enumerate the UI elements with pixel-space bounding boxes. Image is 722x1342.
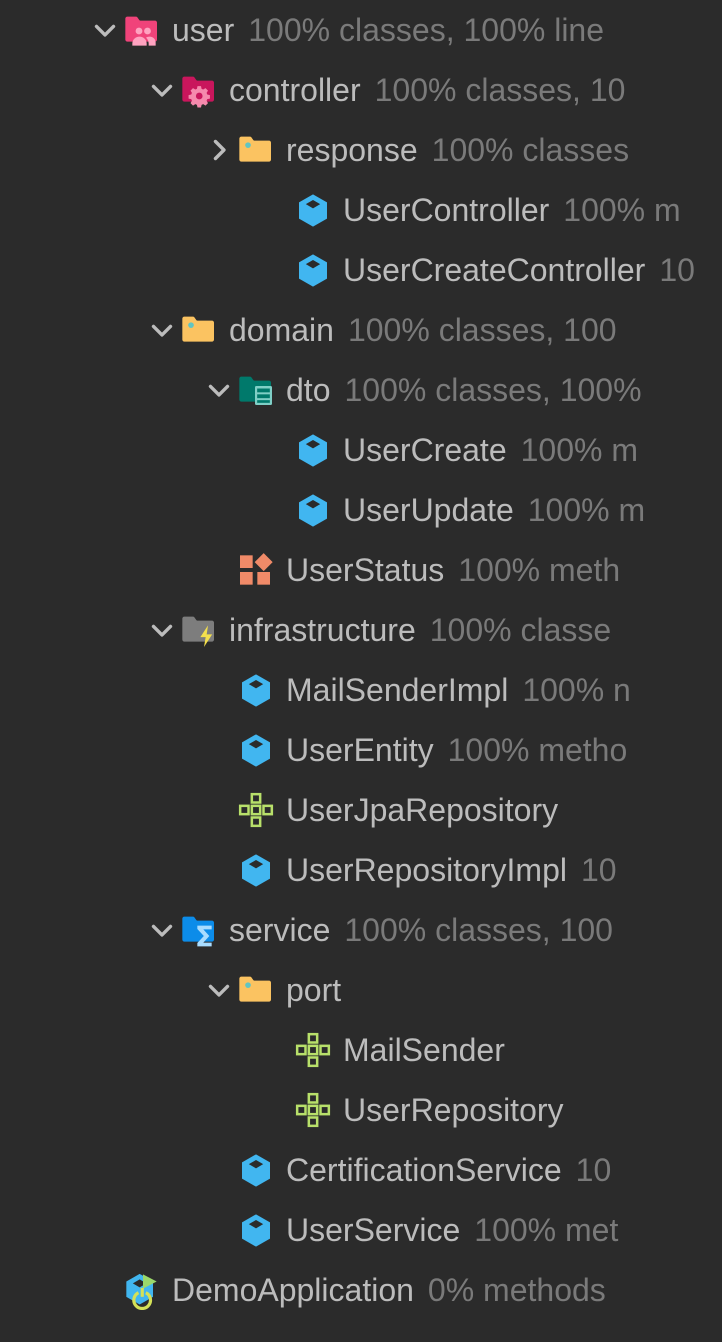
tree-row-label: UserCreate [343,431,507,468]
tree-row-label: CertificationService [286,1151,562,1188]
chevron-down-icon[interactable] [145,913,179,947]
coverage-text: 100% classes, 100% [344,371,642,408]
tree-row-label: infrastructure [229,611,416,648]
folder-package-icon [179,310,219,350]
tree-row[interactable]: UserRepository [0,1080,722,1140]
coverage-text: 100% classes, 100 [344,911,613,948]
tree-row[interactable]: UserStatus 100% meth [0,540,722,600]
class-icon [236,1210,276,1250]
chevron-down-icon[interactable] [202,973,236,1007]
tree-row-label: UserRepository [343,1091,564,1128]
tree-row-label: MailSenderImpl [286,671,509,708]
coverage-text: 0% methods [427,1271,606,1308]
tree-row[interactable]: MailSender [0,1020,722,1080]
chevron-down-icon[interactable] [88,13,122,47]
folder-package-icon [236,970,276,1010]
tree-row[interactable]: CertificationService 10 [0,1140,722,1200]
chevron-down-icon[interactable] [145,313,179,347]
tree-row[interactable]: UserCreateController 10 [0,240,722,300]
interface-icon [236,790,276,830]
tree-row-label: DemoApplication [172,1271,414,1308]
folder-users-icon [122,10,162,50]
tree-row[interactable]: UserCreate 100% m [0,420,722,480]
tree-row-label: UserCreateController [343,251,646,288]
tree-row[interactable]: UserUpdate 100% m [0,480,722,540]
tree-row[interactable]: UserRepositoryImpl 10 [0,840,722,900]
tree-row-label: UserStatus [286,551,445,588]
folder-package-icon [236,130,276,170]
chevron-down-icon[interactable] [145,73,179,107]
class-icon [236,1150,276,1190]
chevron-down-icon[interactable] [145,613,179,647]
class-icon [236,850,276,890]
interface-icon [293,1090,333,1130]
coverage-text: 100% classes, 10 [374,71,626,108]
tree-row[interactable]: response 100% classes [0,120,722,180]
class-icon [293,490,333,530]
tree-row[interactable]: UserJpaRepository [0,780,722,840]
tree-row[interactable]: domain 100% classes, 100 [0,300,722,360]
coverage-text: 100% classes [431,131,630,168]
tree-row[interactable]: port [0,960,722,1020]
tree-row-label: domain [229,311,334,348]
tree-row[interactable]: user 100% classes, 100% line [0,0,722,60]
coverage-text: 10 [659,251,695,288]
class-icon [236,670,276,710]
tree-row[interactable]: UserEntity 100% metho [0,720,722,780]
folder-dto-icon [236,370,276,410]
tree-row-label: UserController [343,191,550,228]
coverage-text: 100% metho [447,731,628,768]
folder-sigma-icon [179,910,219,950]
tree-row[interactable]: infrastructure 100% classe [0,600,722,660]
interface-icon [293,1030,333,1070]
folder-gear-icon [179,70,219,110]
coverage-text: 100% m [527,491,646,528]
class-icon [293,190,333,230]
tree-row-label: dto [286,371,331,408]
class-icon [293,430,333,470]
coverage-text: 100% m [520,431,638,468]
tree-row-label: user [172,11,235,48]
tree-row-label: UserEntity [286,731,434,768]
coverage-text: 100% classe [429,611,612,648]
coverage-text: 100% classes, 100 [347,311,617,348]
tree-row[interactable]: UserController 100% m [0,180,722,240]
coverage-text: 10 [580,851,617,888]
tree-row[interactable]: MailSenderImpl 100% n [0,660,722,720]
coverage-text: 100% meth [458,551,621,588]
tree-row[interactable]: UserService 100% met [0,1200,722,1260]
chevron-down-icon[interactable] [202,373,236,407]
tree-row-label: response [286,131,418,168]
coverage-text: 10 [575,1151,612,1188]
tree-row[interactable]: controller 100% classes, 10 [0,60,722,120]
tree-row-label: service [229,911,331,948]
tree-row[interactable]: DemoApplication 0% methods [0,1260,722,1320]
tree-row-label: MailSender [343,1031,505,1068]
class-icon [236,730,276,770]
tree-row-label: controller [229,71,361,108]
chevron-right-icon[interactable] [202,133,236,167]
folder-bolt-icon [179,610,219,650]
spring-boot-run-class-icon [122,1270,162,1310]
tree-row-label: UserUpdate [343,491,514,528]
tree-row-label: UserJpaRepository [286,791,559,828]
coverage-text: 100% m [563,191,681,228]
coverage-text: 100% met [474,1211,619,1248]
class-icon [293,250,333,290]
tree-row-label: UserService [286,1211,461,1248]
enum-icon [236,550,276,590]
tree-row-label: port [286,971,342,1008]
tree-row-label: UserRepositoryImpl [286,851,567,888]
tree-row[interactable]: dto 100% classes, 100% [0,360,722,420]
coverage-text: 100% classes, 100% line [248,11,605,48]
coverage-text: 100% n [522,671,631,708]
tree-row[interactable]: service 100% classes, 100 [0,900,722,960]
